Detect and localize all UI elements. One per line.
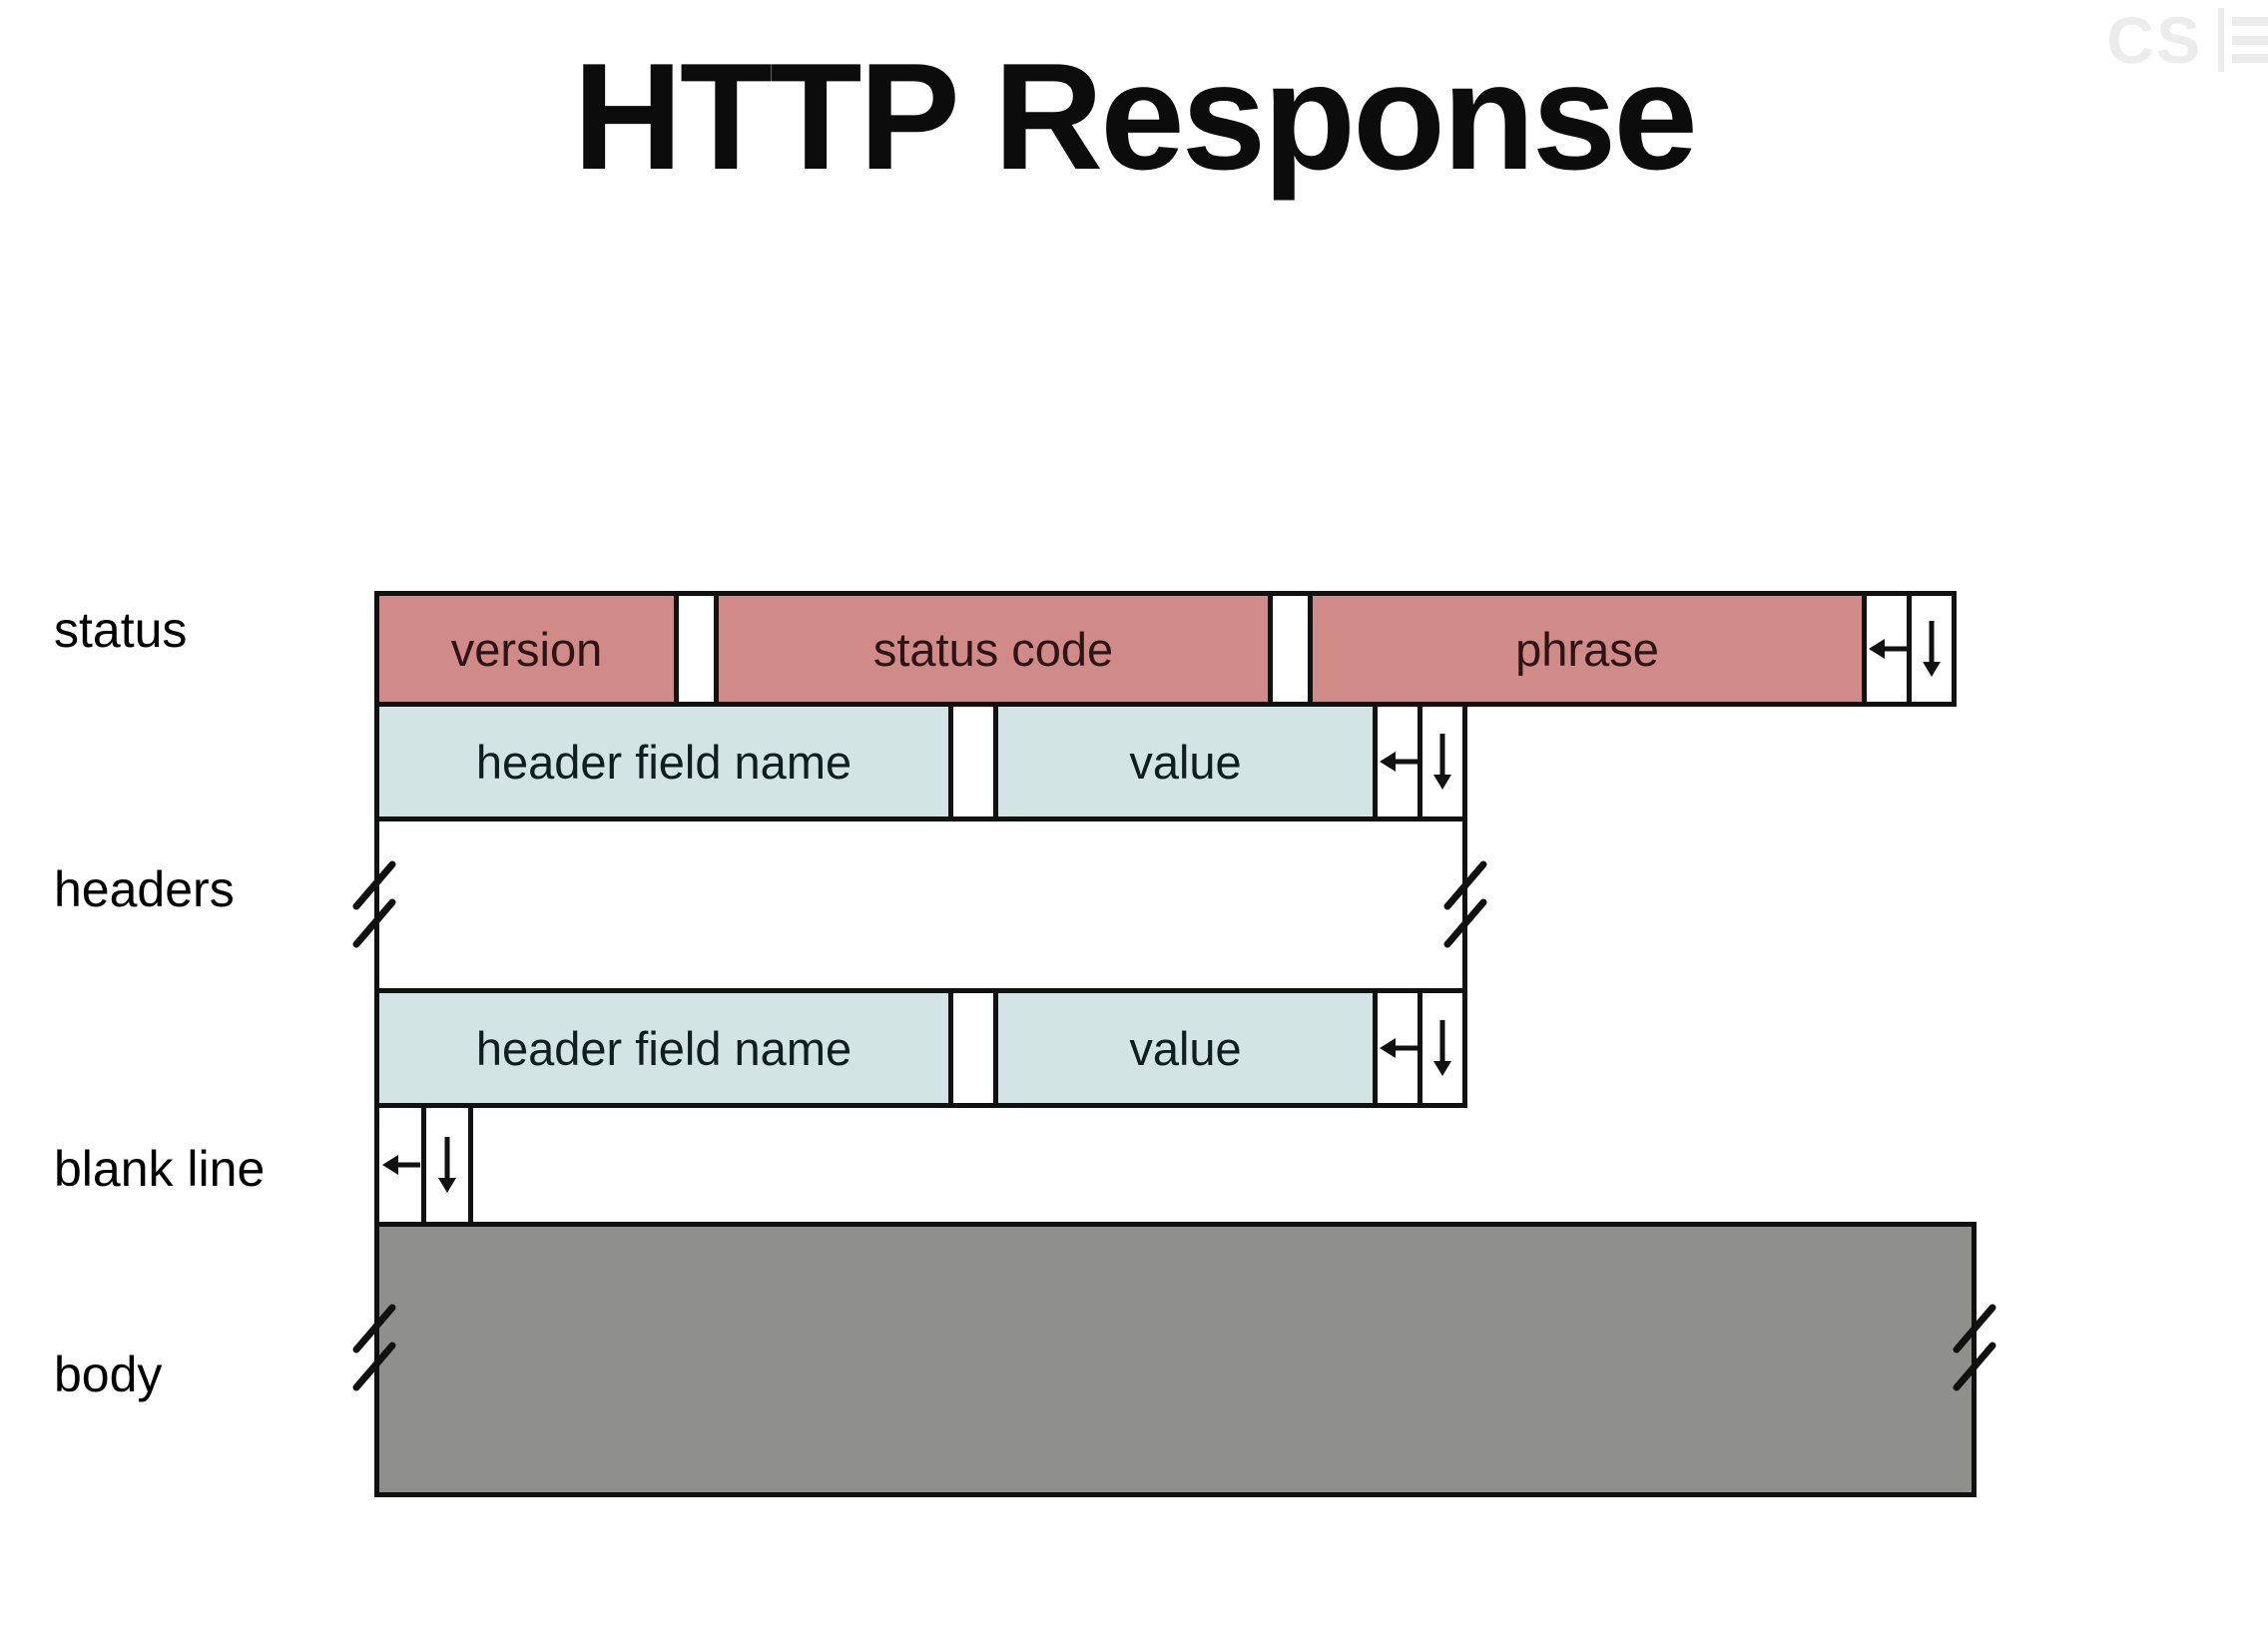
page-title: HTTP Response [573, 32, 1698, 202]
headers-continuation-box [374, 817, 1467, 993]
phrase-box: phrase [1308, 591, 1867, 707]
space-box [948, 702, 998, 821]
line-feed-box [421, 1103, 473, 1227]
space-box [674, 591, 719, 707]
header-field-name-box: header field name [374, 702, 953, 821]
status-code-box: status code [714, 591, 1273, 707]
label-blank-line: blank line [54, 1141, 266, 1197]
watermark: CS [2106, 2, 2268, 78]
line-feed-box [1907, 591, 1957, 707]
carriage-return-box [1862, 591, 1912, 707]
line-feed-icon [1923, 621, 1941, 677]
version-box: version [374, 591, 679, 707]
blank-line-row [374, 1103, 473, 1227]
carriage-return-icon [382, 1155, 420, 1175]
break-mark-icon [1953, 1304, 1996, 1391]
line-feed-box [1418, 988, 1467, 1108]
carriage-return-box [1373, 702, 1422, 821]
space-box [1268, 591, 1313, 707]
carriage-return-box [374, 1103, 426, 1227]
label-body: body [54, 1347, 163, 1402]
watermark-text: CS [2106, 3, 2202, 77]
header-value-box: value [993, 702, 1378, 821]
status-line-row: version status code phrase [374, 591, 1957, 707]
carriage-return-icon [1380, 752, 1418, 772]
header-row: header field name value [374, 702, 1467, 821]
carriage-return-icon [1380, 1038, 1418, 1058]
header-value-box: value [993, 988, 1378, 1108]
line-feed-icon [438, 1137, 456, 1193]
document-lines-icon [2218, 8, 2268, 72]
space-box [948, 988, 998, 1108]
label-headers: headers [54, 861, 235, 917]
label-status: status [54, 602, 188, 658]
break-mark-icon [352, 860, 396, 948]
break-mark-icon [1443, 860, 1487, 948]
header-field-name-box: header field name [374, 988, 953, 1108]
carriage-return-box [1373, 988, 1422, 1108]
line-feed-box [1418, 702, 1467, 821]
line-feed-icon [1433, 1020, 1451, 1076]
carriage-return-icon [1869, 639, 1907, 659]
line-feed-icon [1433, 734, 1451, 790]
header-row: header field name value [374, 988, 1467, 1108]
body-box [374, 1222, 1977, 1497]
break-mark-icon [352, 1304, 396, 1391]
